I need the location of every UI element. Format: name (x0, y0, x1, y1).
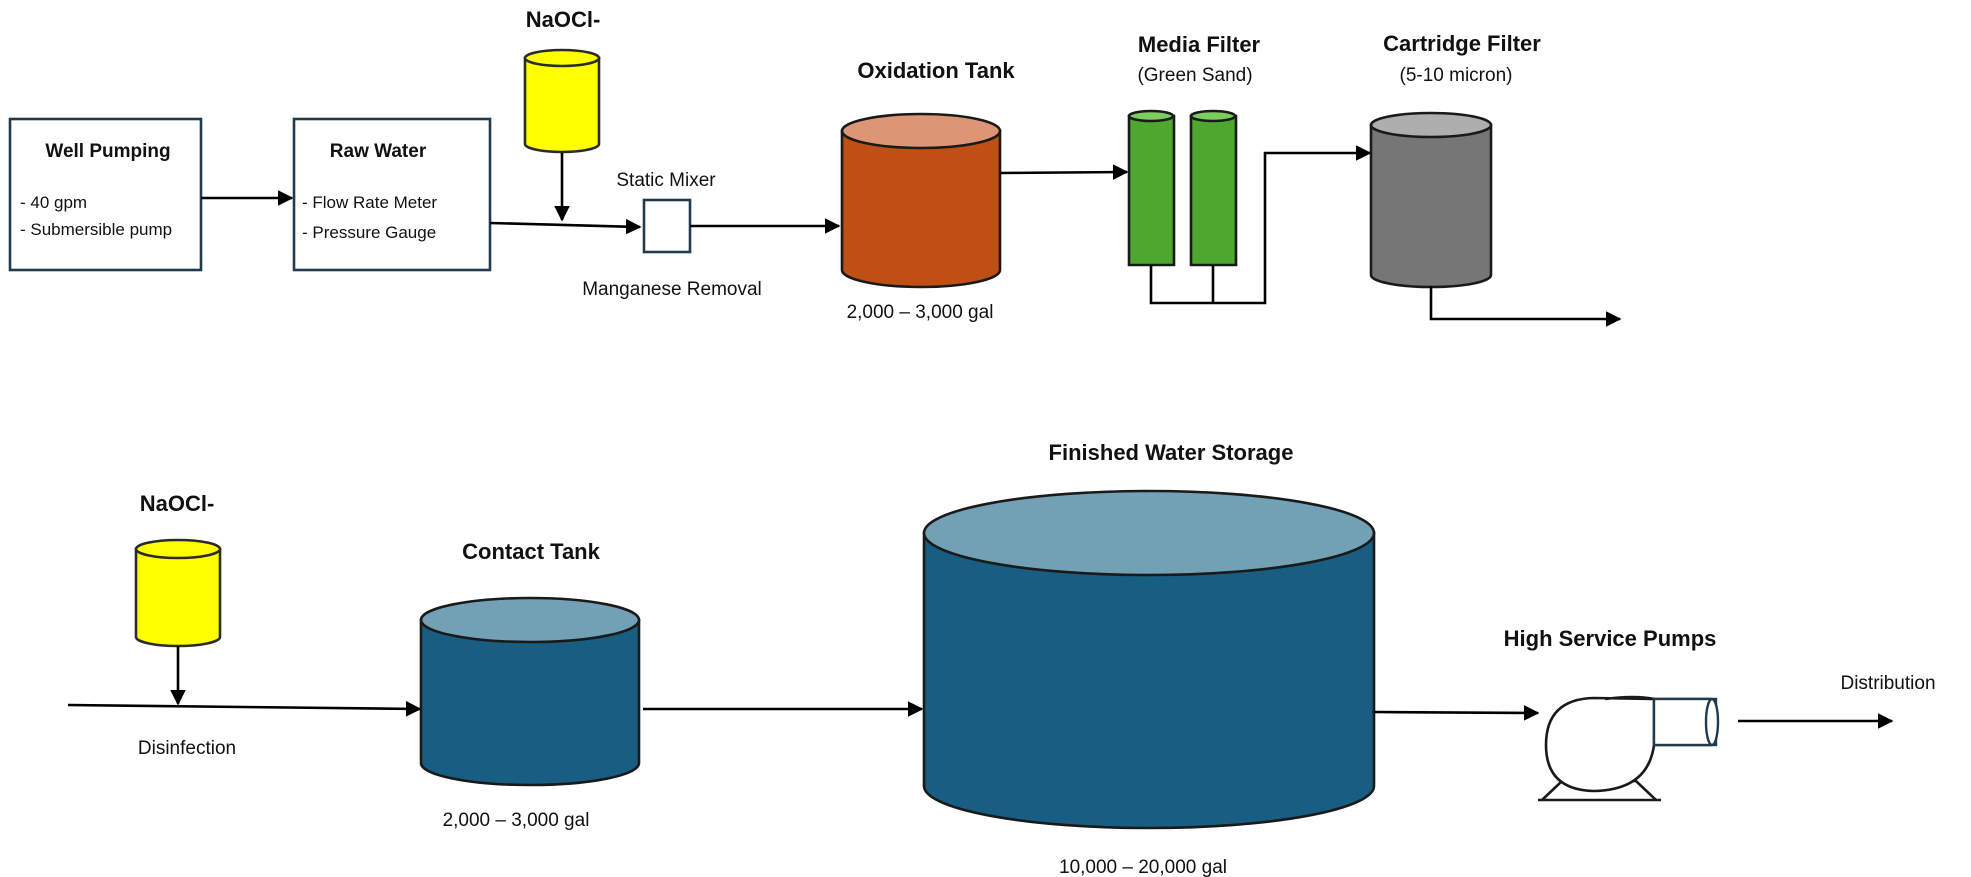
raw-water-box: Raw Water - Flow Rate Meter - Pressure G… (292, 117, 492, 272)
flow-arrow (1429, 286, 1622, 327)
finished-storage-capacity: 10,000 – 20,000 gal (1059, 857, 1227, 877)
media-filter-subtitle: (Green Sand) (1137, 65, 1252, 86)
flow-arrow (1149, 145, 1372, 305)
media-filter: Media Filter (Green Sand) (1127, 32, 1261, 267)
contact-tank-title: Contact Tank (462, 539, 600, 564)
oxidation-tank-capacity: 2,000 – 3,000 gal (847, 302, 994, 323)
chemical-feed-tank-2: NaOCl- Disinfection (134, 491, 236, 759)
well-pumping-title: Well Pumping (45, 141, 170, 162)
well-pumping-note: - Submersible pump (20, 220, 172, 239)
well-pumping-note: - 40 gpm (20, 193, 87, 212)
chemical-feed-1-title: NaOCl- (526, 7, 601, 32)
static-mixer-caption: Manganese Removal (582, 279, 762, 300)
flow-arrow (999, 164, 1129, 180)
raw-water-title: Raw Water (330, 141, 427, 162)
raw-water-note: - Pressure Gauge (302, 223, 436, 242)
cartridge-filter-title: Cartridge Filter (1383, 31, 1541, 56)
high-service-pumps-title: High Service Pumps (1504, 626, 1717, 651)
contact-tank-capacity: 2,000 – 3,000 gal (443, 810, 590, 831)
media-filter-title: Media Filter (1138, 32, 1261, 57)
chemical-feed-2-caption: Disinfection (138, 738, 236, 759)
raw-water-note: - Flow Rate Meter (302, 193, 437, 212)
well-pumping-box: Well Pumping - 40 gpm - Submersible pump (8, 117, 203, 272)
static-mixer-title: Static Mixer (616, 170, 716, 191)
cartridge-filter-subtitle: (5-10 micron) (1400, 65, 1513, 86)
distribution-label: Distribution (1840, 673, 1935, 694)
flow-arrow (67, 701, 422, 717)
chemical-feed-tank-1: NaOCl- (523, 7, 601, 154)
finished-storage-title: Finished Water Storage (1049, 440, 1294, 465)
flow-arrow (1373, 705, 1540, 721)
flow-arrow (489, 218, 642, 235)
high-service-pump: High Service Pumps (1504, 626, 1720, 802)
chemical-feed-2-title: NaOCl- (140, 491, 215, 516)
cartridge-filter: Cartridge Filter (5-10 micron) (1369, 31, 1541, 289)
pump-volute (1544, 696, 1656, 793)
contact-tank: Contact Tank 2,000 – 3,000 gal (419, 539, 641, 831)
oxidation-tank-title: Oxidation Tank (857, 58, 1015, 83)
static-mixer: Static Mixer Manganese Removal (582, 170, 762, 300)
oxidation-tank: Oxidation Tank 2,000 – 3,000 gal (840, 58, 1015, 323)
finished-water-storage: Finished Water Storage 10,000 – 20,000 g… (922, 440, 1376, 877)
